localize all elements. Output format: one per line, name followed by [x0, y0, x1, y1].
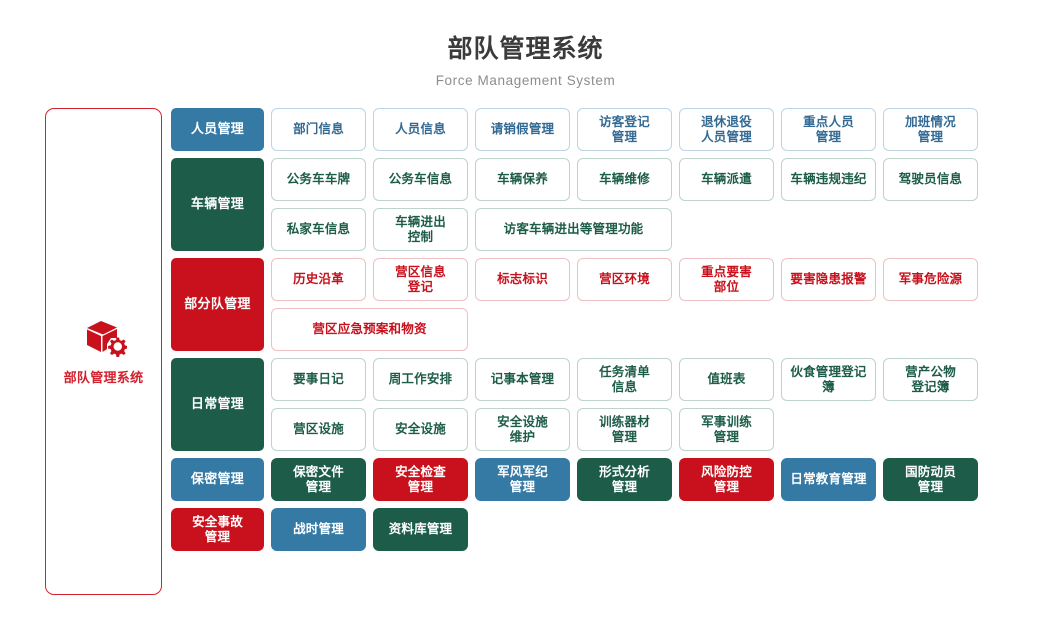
module-card[interactable]: 安全检查管理: [373, 458, 468, 501]
module-card[interactable]: 车辆进出控制: [373, 208, 468, 251]
module-card[interactable]: 训练器材管理: [577, 408, 672, 451]
module-card[interactable]: 营区应急预案和物资: [271, 308, 468, 351]
category-row: 部分队管理历史沿革营区信息登记标志标识营区环境重点要害部位要害隐患报警军事危险源…: [171, 258, 978, 351]
module-card[interactable]: 请销假管理: [475, 108, 570, 151]
module-card[interactable]: 营区信息登记: [373, 258, 468, 301]
module-card[interactable]: 重点人员管理: [781, 108, 876, 151]
page-title: 部队管理系统: [447, 35, 604, 63]
category-label[interactable]: 车辆管理: [171, 158, 264, 251]
sidebar-logo-label: 部队管理系统: [63, 369, 144, 385]
module-card[interactable]: 退休退役人员管理: [679, 108, 774, 151]
module-row: 公务车车牌公务车信息车辆保养车辆维修车辆派遣车辆违规违纪驾驶员信息: [271, 158, 978, 201]
module-card[interactable]: 访客登记管理: [577, 108, 672, 151]
module-row: 营区应急预案和物资: [271, 308, 978, 351]
module-card[interactable]: 驾驶员信息: [883, 158, 978, 201]
category-items: 历史沿革营区信息登记标志标识营区环境重点要害部位要害隐患报警军事危险源营区应急预…: [271, 258, 978, 351]
box-gear-icon: [81, 318, 127, 360]
module-card[interactable]: 值班表: [679, 358, 774, 401]
module-card[interactable]: 任务清单信息: [577, 358, 672, 401]
module-card[interactable]: 军事训练管理: [679, 408, 774, 451]
module-card[interactable]: 标志标识: [475, 258, 570, 301]
category-items: 要事日记周工作安排记事本管理任务清单信息值班表伙食管理登记簿营产公物登记簿营区设…: [271, 358, 978, 451]
module-card[interactable]: 日常教育管理: [781, 458, 876, 501]
module-card[interactable]: 军事危险源: [883, 258, 978, 301]
module-card[interactable]: 历史沿革: [271, 258, 366, 301]
module-card[interactable]: 公务车车牌: [271, 158, 366, 201]
category-row: 车辆管理公务车车牌公务车信息车辆保养车辆维修车辆派遣车辆违规违纪驾驶员信息私家车…: [171, 158, 978, 251]
module-card[interactable]: 重点要害部位: [679, 258, 774, 301]
module-card[interactable]: 车辆保养: [475, 158, 570, 201]
module-card[interactable]: 安全设施: [373, 408, 468, 451]
module-card[interactable]: 部门信息: [271, 108, 366, 151]
category-row: 日常管理要事日记周工作安排记事本管理任务清单信息值班表伙食管理登记簿营产公物登记…: [171, 358, 978, 451]
module-row: 要事日记周工作安排记事本管理任务清单信息值班表伙食管理登记簿营产公物登记簿: [271, 358, 978, 401]
page-header: 部队管理系统 Force Management System: [0, 0, 1051, 88]
main-content: 部队管理系统 人员管理部门信息人员信息请销假管理访客登记管理退休退役人员管理重点…: [0, 88, 1051, 595]
module-card[interactable]: 车辆违规违纪: [781, 158, 876, 201]
module-card[interactable]: 私家车信息: [271, 208, 366, 251]
module-card[interactable]: 战时管理: [271, 508, 366, 551]
module-card[interactable]: 资料库管理: [373, 508, 468, 551]
module-card[interactable]: 军风军纪管理: [475, 458, 570, 501]
module-card[interactable]: 公务车信息: [373, 158, 468, 201]
page-subtitle: Force Management System: [435, 73, 616, 88]
module-row: 私家车信息车辆进出控制访客车辆进出等管理功能: [271, 208, 978, 251]
category-label[interactable]: 日常管理: [171, 358, 264, 451]
module-row: 保密文件管理安全检查管理军风军纪管理形式分析管理风险防控管理日常教育管理国防动员…: [271, 458, 978, 501]
module-card[interactable]: 记事本管理: [475, 358, 570, 401]
module-card[interactable]: 营区设施: [271, 408, 366, 451]
module-card[interactable]: 人员信息: [373, 108, 468, 151]
module-card[interactable]: 风险防控管理: [679, 458, 774, 501]
module-row: 部门信息人员信息请销假管理访客登记管理退休退役人员管理重点人员管理加班情况管理: [271, 108, 978, 151]
module-card[interactable]: 安全设施维护: [475, 408, 570, 451]
module-row: 历史沿革营区信息登记标志标识营区环境重点要害部位要害隐患报警军事危险源: [271, 258, 978, 301]
module-card[interactable]: 安全事故管理: [171, 508, 264, 551]
sidebar-logo-panel: 部队管理系统: [45, 108, 162, 595]
category-items: 部门信息人员信息请销假管理访客登记管理退休退役人员管理重点人员管理加班情况管理: [271, 108, 978, 151]
category-label[interactable]: 人员管理: [171, 108, 264, 151]
module-card[interactable]: 保密文件管理: [271, 458, 366, 501]
category-label[interactable]: 部分队管理: [171, 258, 264, 351]
module-card[interactable]: 车辆维修: [577, 158, 672, 201]
module-card[interactable]: 车辆派遣: [679, 158, 774, 201]
module-card[interactable]: 要害隐患报警: [781, 258, 876, 301]
category-row: 保密管理保密文件管理安全检查管理军风军纪管理形式分析管理风险防控管理日常教育管理…: [171, 458, 978, 501]
module-row: 营区设施安全设施安全设施维护训练器材管理军事训练管理: [271, 408, 978, 451]
module-card[interactable]: 伙食管理登记簿: [781, 358, 876, 401]
module-card[interactable]: 国防动员管理: [883, 458, 978, 501]
module-card[interactable]: 营产公物登记簿: [883, 358, 978, 401]
module-card[interactable]: 要事日记: [271, 358, 366, 401]
category-items: 保密文件管理安全检查管理军风军纪管理形式分析管理风险防控管理日常教育管理国防动员…: [271, 458, 978, 501]
module-card[interactable]: 加班情况管理: [883, 108, 978, 151]
module-card[interactable]: 访客车辆进出等管理功能: [475, 208, 672, 251]
category-grid: 人员管理部门信息人员信息请销假管理访客登记管理退休退役人员管理重点人员管理加班情…: [171, 108, 978, 551]
category-items: 公务车车牌公务车信息车辆保养车辆维修车辆派遣车辆违规违纪驾驶员信息私家车信息车辆…: [271, 158, 978, 251]
module-card[interactable]: 营区环境: [577, 258, 672, 301]
category-label[interactable]: 保密管理: [171, 458, 264, 501]
category-row: 人员管理部门信息人员信息请销假管理访客登记管理退休退役人员管理重点人员管理加班情…: [171, 108, 978, 151]
footer-module-row: 安全事故管理战时管理资料库管理: [171, 508, 978, 551]
module-card[interactable]: 形式分析管理: [577, 458, 672, 501]
module-card[interactable]: 周工作安排: [373, 358, 468, 401]
